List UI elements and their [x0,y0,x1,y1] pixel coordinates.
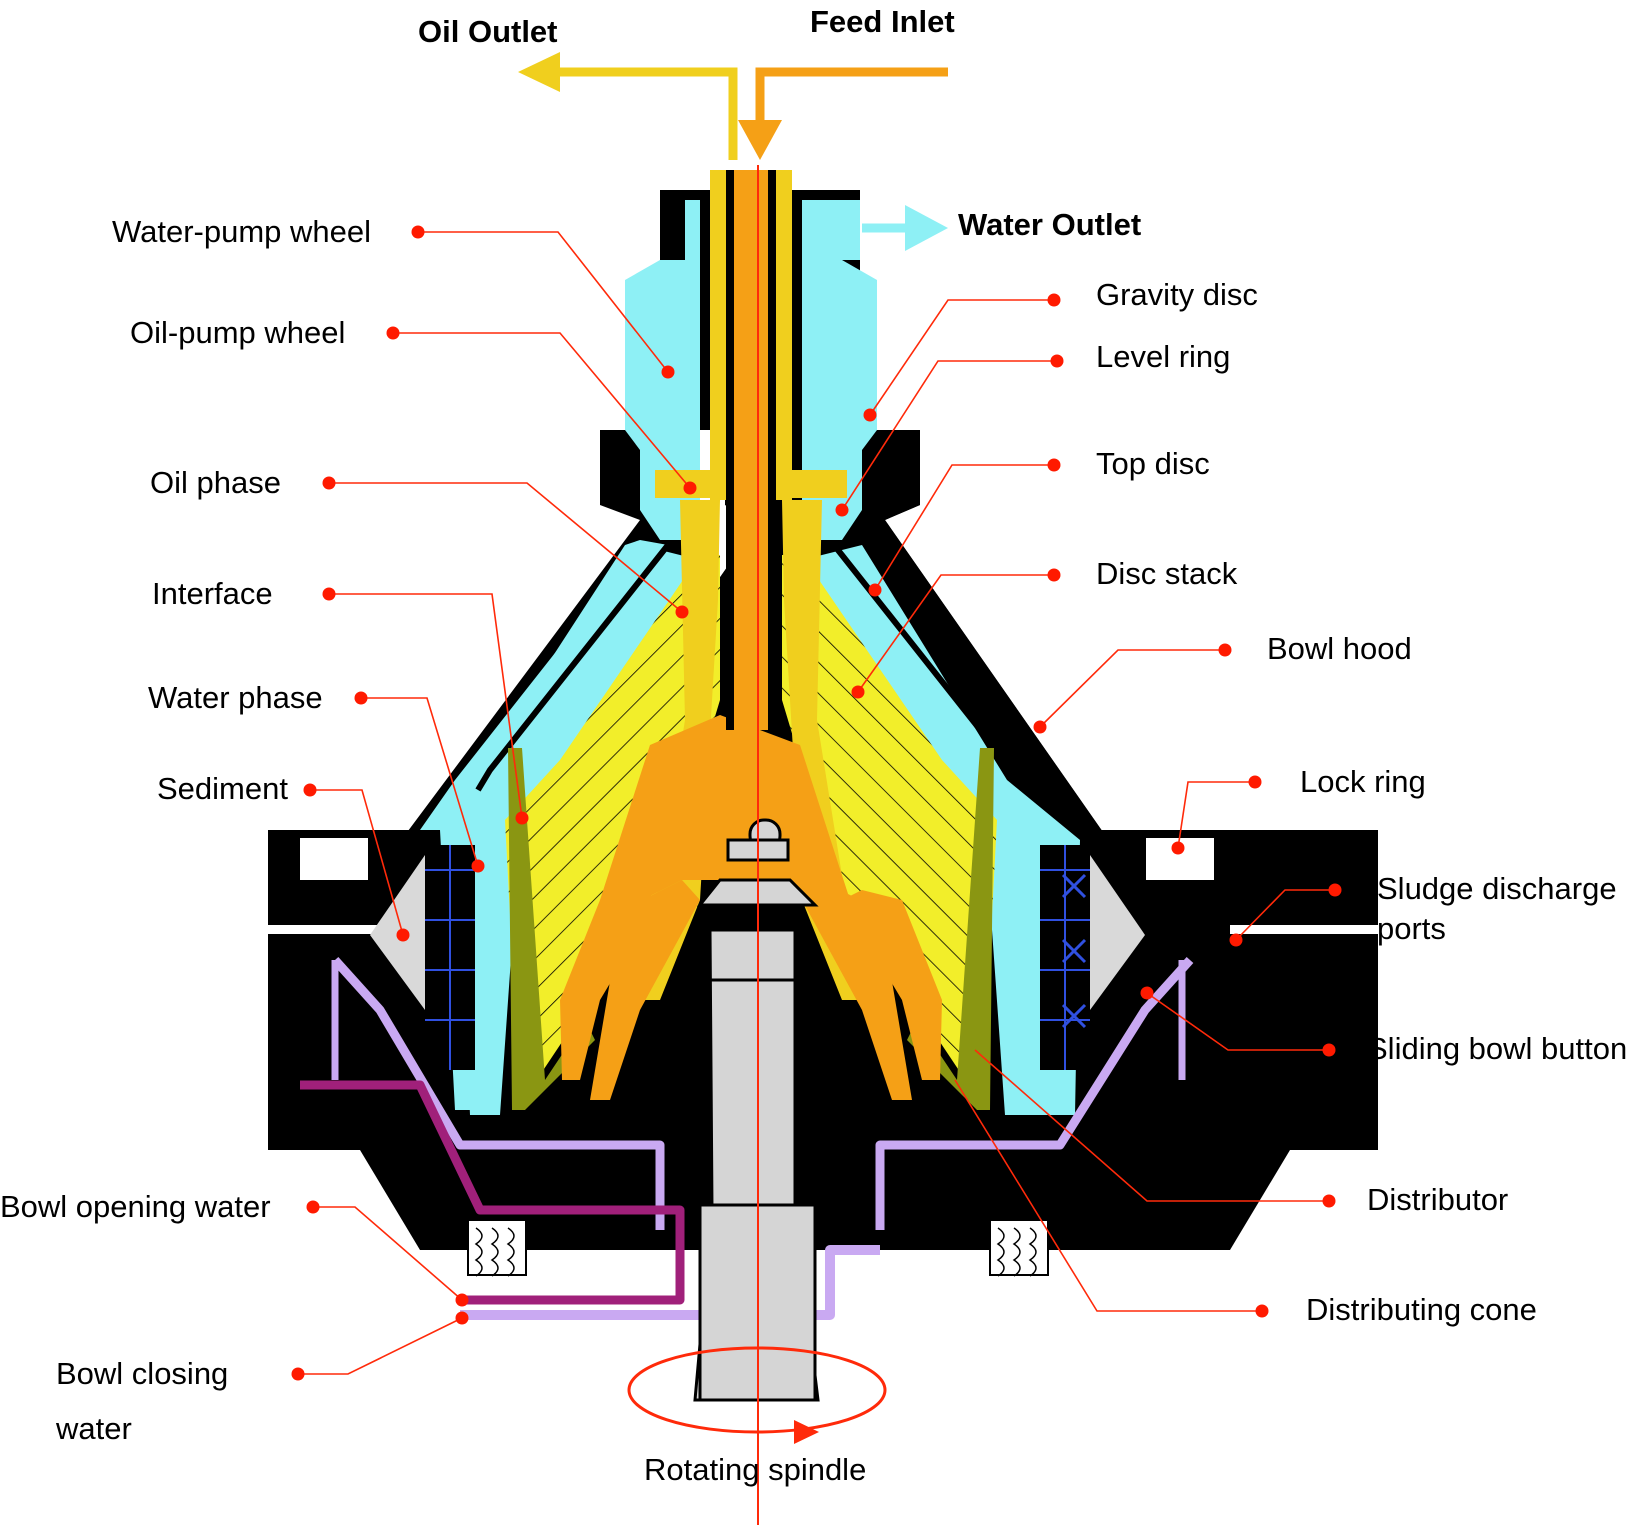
feed-inlet-arrow [738,67,948,160]
interface-region [508,748,595,1110]
water-outlet-arrow [862,205,948,251]
distributor-label: Distributor [1367,1182,1508,1217]
sludge-blocks [425,845,1090,1070]
oil-outlet-arrow [518,52,738,160]
rotating-spindle-label: Rotating spindle [644,1452,866,1487]
springs [467,1219,1049,1277]
bowl-closing-water-label-line1: Bowl closing [56,1356,228,1391]
feed-pipe [734,170,768,730]
water-phase-label: Water phase [148,680,323,715]
rotation-indicator [627,1346,887,1444]
disc-stack-label: Disc stack [1096,556,1238,591]
distributor [560,715,942,1100]
level-ring-label: Level ring [1096,339,1230,374]
sludge-discharge-ports-label-line2: ports [1377,911,1446,946]
leader-lines [298,231,1335,1375]
oil-phase-label: Oil phase [150,465,281,500]
top-disc-label: Top disc [1096,446,1210,481]
leader-dots [291,225,1342,1381]
bowl-opening-water-label: Bowl opening water [0,1189,271,1224]
oil-pump-wheel-label: Oil-pump wheel [130,315,345,350]
distributing-cone-label: Distributing cone [1306,1292,1537,1327]
bowl-hood-label: Bowl hood [1267,631,1412,666]
sliding-bowl-button-label: Sliding bowl button [1367,1031,1627,1066]
water-outlet-label: Water Outlet [958,207,1141,242]
water-pump-wheel-label: Water-pump wheel [112,214,371,249]
sludge-discharge-ports-label-line1: Sludge discharge [1377,871,1617,906]
oil-outlet-label: Oil Outlet [418,14,558,49]
sediment-label: Sediment [157,771,288,806]
disc-stack [505,555,997,1105]
lock-ring-label: Lock ring [1300,764,1426,799]
feed-inlet-label: Feed Inlet [810,4,955,39]
hydraulic-system [300,956,1194,1320]
bowl-closing-water-label-line2: water [55,1411,132,1446]
interface-label: Interface [152,576,273,611]
gravity-disc-label: Gravity disc [1096,277,1258,312]
